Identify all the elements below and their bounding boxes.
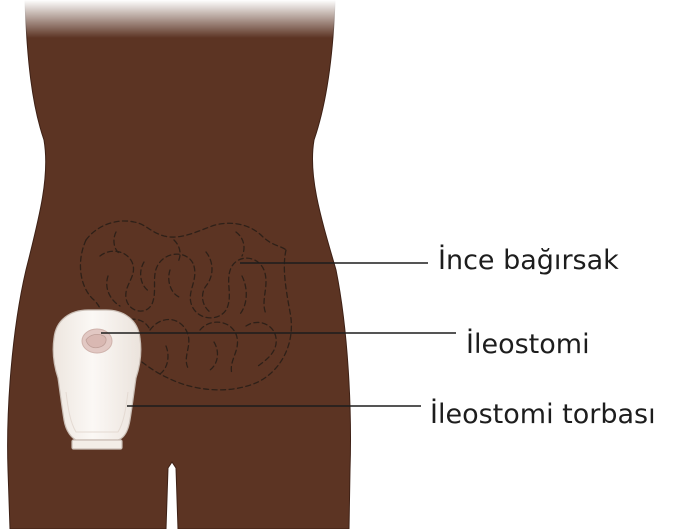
torso-body: [8, 0, 351, 529]
stoma-detail: [86, 334, 106, 347]
label-ileostomy-bag: İleostomi torbası: [430, 398, 656, 430]
torso-top-fade: [0, 0, 360, 38]
ileostomy-bag: [53, 310, 141, 449]
label-small-intestine: İnce bağırsak: [438, 244, 619, 276]
label-ileostomy: İleostomi: [466, 328, 590, 360]
bag-outlet: [72, 440, 122, 449]
